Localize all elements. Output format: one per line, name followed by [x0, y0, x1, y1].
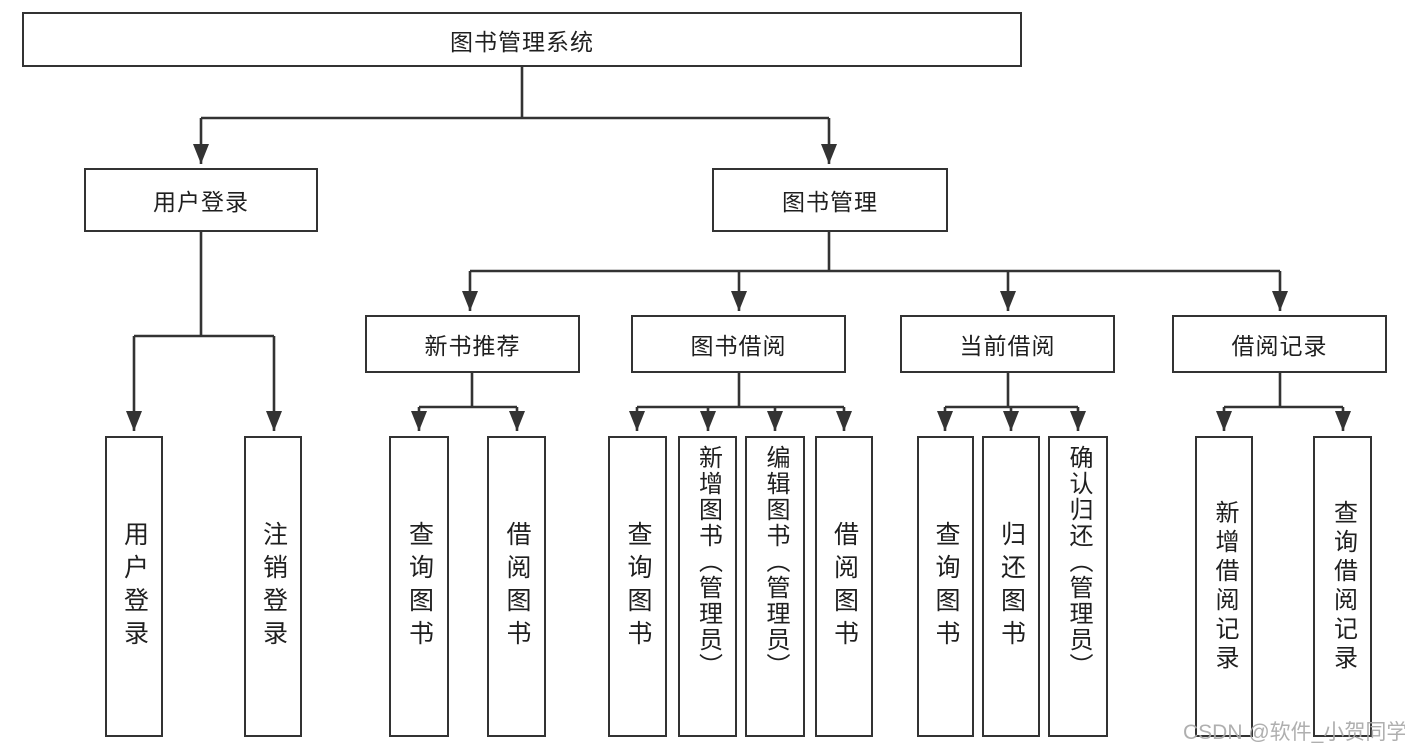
node-label: 查询图书: [405, 520, 433, 653]
node-library-management-system: 图书管理系统: [22, 12, 1022, 67]
node-label: 编辑图书（管理员）: [762, 445, 788, 679]
node-user-login: 用户登录: [84, 168, 318, 232]
node-label: 图书管理: [782, 190, 878, 215]
node-label: 注销登录: [259, 520, 287, 653]
node-label: 用户登录: [120, 520, 148, 653]
leaf-query-books-borrow: 查询图书: [608, 436, 667, 737]
node-label: 借阅图书: [503, 520, 530, 653]
leaf-edit-books-admin: 编辑图书（管理员）: [745, 436, 805, 737]
leaf-query-books-recommend: 查询图书: [389, 436, 449, 737]
connector-new-book-to-leaves: [411, 373, 525, 431]
node-label: 查询图书: [624, 520, 651, 653]
connector-book-borrow-to-leaves: [629, 373, 852, 431]
watermark: CSDN @软件_小贺同学: [1183, 721, 1405, 744]
node-borrowing-records: 借阅记录: [1172, 315, 1387, 373]
node-label: 归还图书: [997, 520, 1025, 653]
node-label: 确认归还（管理员）: [1065, 445, 1091, 679]
node-label: 借阅记录: [1231, 334, 1328, 359]
leaf-confirm-return-admin: 确认归还（管理员）: [1048, 436, 1108, 737]
node-label: 用户登录: [153, 190, 249, 215]
leaf-query-books-current: 查询图书: [917, 436, 974, 737]
leaf-add-books-admin: 新增图书（管理员）: [678, 436, 737, 737]
node-label: 借阅图书: [830, 520, 858, 653]
leaf-add-borrow-record: 新增借阅记录: [1195, 436, 1253, 737]
node-label: 新增借阅记录: [1211, 499, 1237, 674]
node-book-borrowing: 图书借阅: [631, 315, 846, 373]
node-label: 图书借阅: [690, 334, 787, 359]
leaf-return-books: 归还图书: [982, 436, 1040, 737]
leaf-logout: 注销登录: [244, 436, 302, 737]
node-book-management: 图书管理: [712, 168, 948, 232]
node-new-book-recommendation: 新书推荐: [365, 315, 580, 373]
leaf-borrow-books-borrow: 借阅图书: [815, 436, 873, 737]
node-label: 查询借阅记录: [1329, 499, 1356, 674]
node-label: 查询图书: [932, 520, 959, 653]
node-label: 图书管理系统: [450, 29, 594, 55]
leaf-query-borrow-record: 查询借阅记录: [1313, 436, 1372, 737]
leaf-borrow-books-recommend: 借阅图书: [487, 436, 546, 737]
node-label: 新增图书（管理员）: [694, 445, 721, 679]
leaf-user-login: 用户登录: [105, 436, 163, 737]
node-current-borrowing: 当前借阅: [900, 315, 1115, 373]
connector-borrow-record-to-leaves: [1216, 373, 1351, 431]
connector-book-management-to-level3: [462, 232, 1288, 311]
connector-current-borrow-to-leaves: [937, 373, 1086, 431]
connector-root-to-level2: [193, 67, 837, 164]
node-label: 新书推荐: [424, 334, 521, 359]
connector-user-login-to-leaves: [126, 232, 282, 431]
node-label: 当前借阅: [959, 334, 1056, 359]
